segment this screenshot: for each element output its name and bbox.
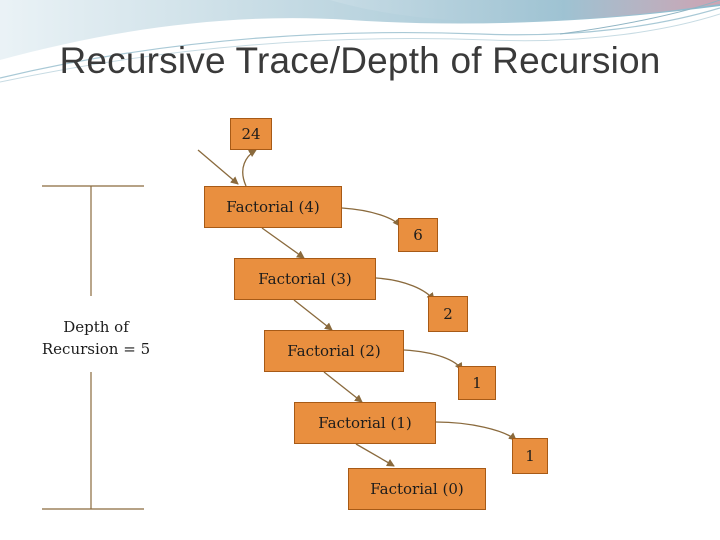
call-arrow-entry [197,149,239,185]
depth-label-line1: Depth of [63,318,129,336]
return-arrow-to-6 [341,207,401,227]
header-decoration [0,0,720,83]
return-arrow-to-2 [375,277,435,301]
return-value-2: 2 [428,296,468,332]
depth-label-line2: Recursion = 5 [41,340,151,358]
return-value-1a: 1 [458,366,496,400]
call-box-factorial-1: Factorial (1) [294,402,436,444]
return-arrow-to-24 [242,149,257,187]
return-value-1b: 1 [512,438,548,474]
call-arrow-1-to-0 [355,443,395,467]
call-arrow-2-to-1 [323,371,363,403]
call-box-factorial-4: Factorial (4) [204,186,342,228]
depth-bracket [42,185,144,510]
call-arrow-3-to-2 [293,299,333,331]
return-value-6: 6 [398,218,438,252]
call-box-factorial-2: Factorial (2) [264,330,404,372]
depth-label: Depth of Recursion = 5 [30,316,162,360]
call-box-factorial-0: Factorial (0) [348,468,486,510]
return-arrow-to-1a [403,349,463,371]
call-arrow-4-to-3 [261,227,305,259]
slide-title: Recursive Trace/Depth of Recursion [59,40,661,81]
return-value-24: 24 [230,118,272,150]
return-arrow-to-1b [435,421,517,441]
call-box-factorial-3: Factorial (3) [234,258,376,300]
